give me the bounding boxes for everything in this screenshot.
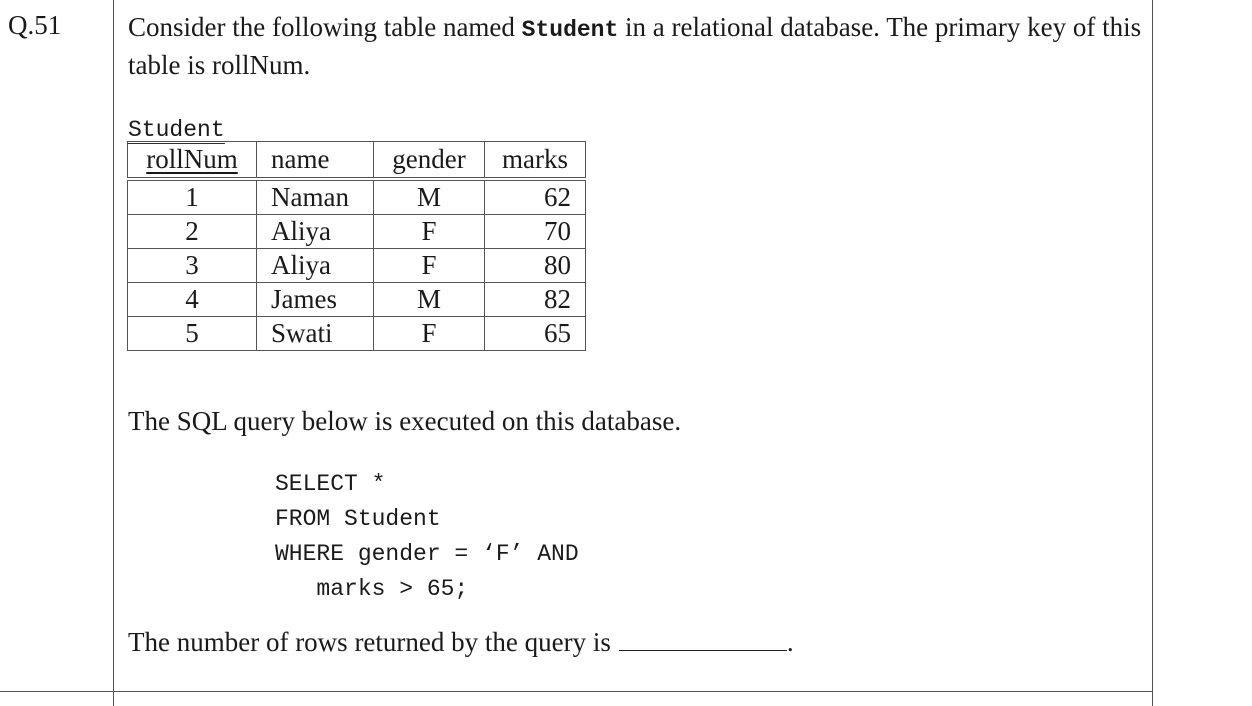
left-column-divider [113,0,114,706]
table-row: 5 Swati F 65 [127,316,586,351]
query-intro: The SQL query below is executed on this … [128,406,682,436]
cell-gender: M [373,178,485,215]
sql-line: FROM Student [275,506,441,532]
column-header-name: name [256,141,374,180]
cell-name: Aliya [256,248,374,283]
cell-marks: 70 [484,214,586,249]
question-body: Consider the following table named Stude… [128,10,1144,83]
cell-marks: 80 [484,248,586,283]
table-row: 1 Naman M 62 [127,178,586,215]
cell-marks: 65 [484,316,586,351]
cell-rollnum: 3 [127,248,257,283]
cell-rollnum: 5 [127,316,257,351]
cell-gender: M [373,282,485,317]
student-table: rollNum name gender marks 1 Naman M 62 2… [127,141,586,351]
bottom-divider [0,691,1153,692]
table-header-row: rollNum name gender marks [127,141,586,180]
sql-line: WHERE gender = ‘F’ AND [275,541,579,567]
cell-rollnum: 4 [127,282,257,317]
sql-line: SELECT * [275,471,386,497]
answer-suffix: . [786,627,794,657]
column-header-marks: marks [484,141,586,180]
cell-name: Aliya [256,214,374,249]
sql-line: marks > 65; [275,576,469,602]
cell-marks: 62 [484,178,586,215]
table-row: 3 Aliya F 80 [127,248,586,283]
answer-blank[interactable] [618,630,787,651]
question-number: Q.51 [8,10,62,40]
cell-marks: 82 [484,282,586,317]
cell-name: Naman [256,178,374,215]
cell-gender: F [373,316,485,351]
table-row: 4 James M 82 [127,282,586,317]
answer-prompt: The number of rows returned by the query… [128,627,611,657]
cell-name: James [256,282,374,317]
table-name-inline: Student [521,17,619,43]
cell-name: Swati [256,316,374,351]
intro-text-1: Consider the following table named [128,12,522,42]
cell-rollnum: 1 [127,178,257,215]
intro-text-2: in a relational database. The primary ke… [128,12,1142,80]
answer-prompt-line: The number of rows returned by the query… [128,627,794,658]
column-header-rollnum: rollNum [127,141,257,180]
table-caption: Student [128,117,225,144]
table-row: 2 Aliya F 70 [127,214,586,249]
column-header-gender: gender [373,141,485,180]
cell-gender: F [373,248,485,283]
cell-gender: F [373,214,485,249]
right-column-divider [1152,0,1153,706]
cell-rollnum: 2 [127,214,257,249]
question-intro: Consider the following table named Stude… [128,10,1144,83]
